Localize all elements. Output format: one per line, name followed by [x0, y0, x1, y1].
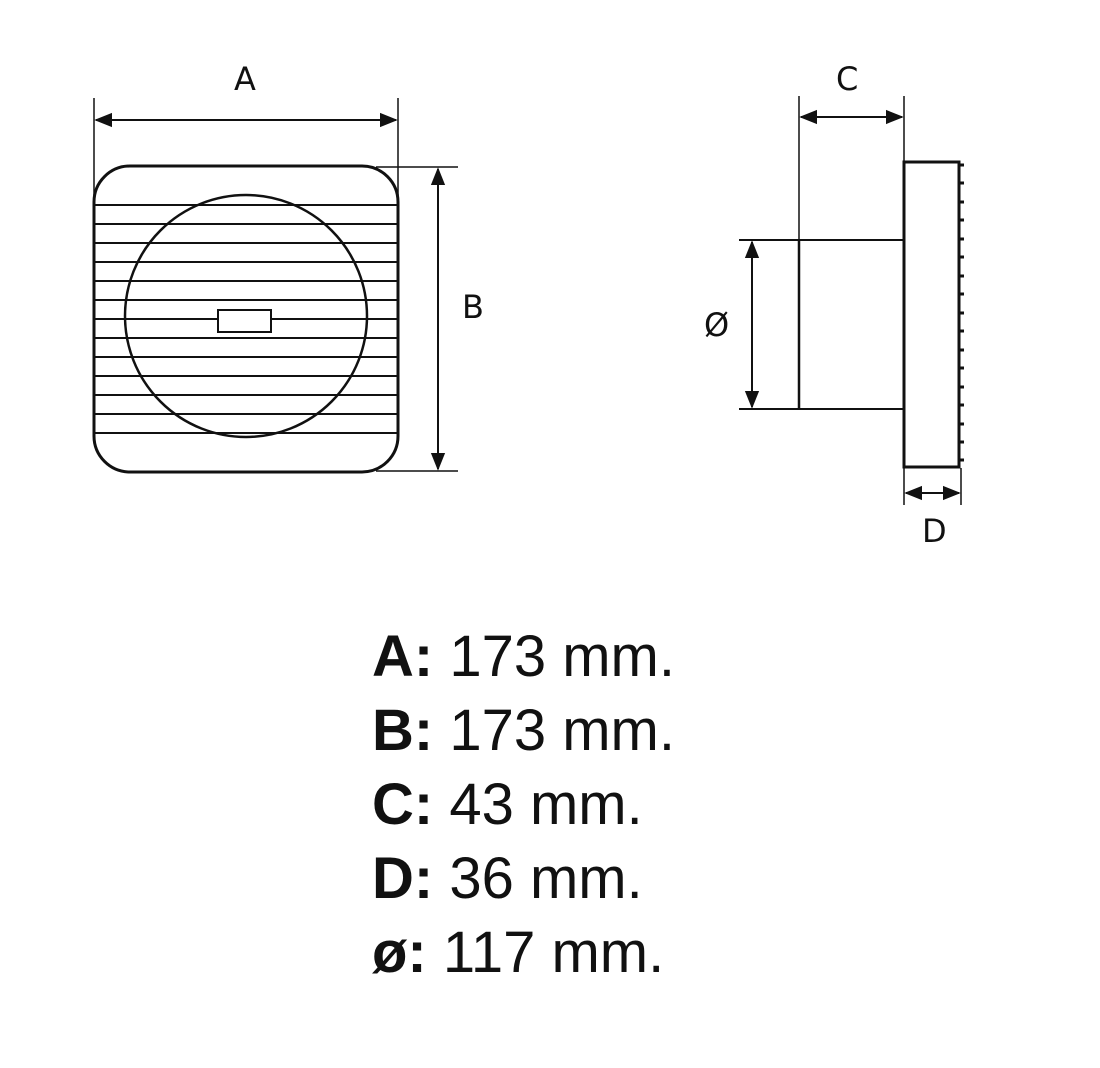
louver-lines — [95, 204, 397, 434]
spec-value: 43 mm. — [433, 772, 643, 837]
grille-plate — [902, 160, 961, 469]
spec-value: 173 mm. — [433, 698, 675, 763]
spec-key: D: — [372, 846, 434, 911]
label-c: C — [836, 60, 858, 98]
spec-b: B: 173 mm. — [372, 694, 675, 768]
front-view — [92, 98, 458, 474]
grille-outline — [92, 164, 400, 474]
technical-drawing: A B — [92, 60, 964, 550]
spec-key: A: — [372, 624, 434, 689]
spec-value: 117 mm. — [426, 920, 665, 985]
label-a: A — [234, 60, 256, 98]
label-d: D — [922, 512, 947, 550]
spec-key: ø: — [372, 920, 427, 985]
fan-circle — [123, 193, 369, 439]
spec-d: D: 36 mm. — [372, 842, 675, 916]
spec-key: B: — [372, 698, 434, 763]
label-b: B — [462, 288, 484, 326]
spec-key: C: — [372, 772, 434, 837]
spec-c: C: 43 mm. — [372, 768, 675, 842]
spec-diameter: ø: 117 mm. — [372, 916, 675, 990]
dimension-specs: A: 173 mm. B: 173 mm. C: 43 mm. D: 36 mm… — [372, 620, 675, 990]
spec-a: A: 173 mm. — [372, 620, 675, 694]
label-diameter: Ø — [704, 306, 729, 344]
grille-ticks — [959, 163, 964, 462]
spec-value: 36 mm. — [433, 846, 643, 911]
spec-value: 173 mm. — [433, 624, 675, 689]
center-switch — [217, 309, 272, 333]
side-view — [739, 96, 964, 505]
